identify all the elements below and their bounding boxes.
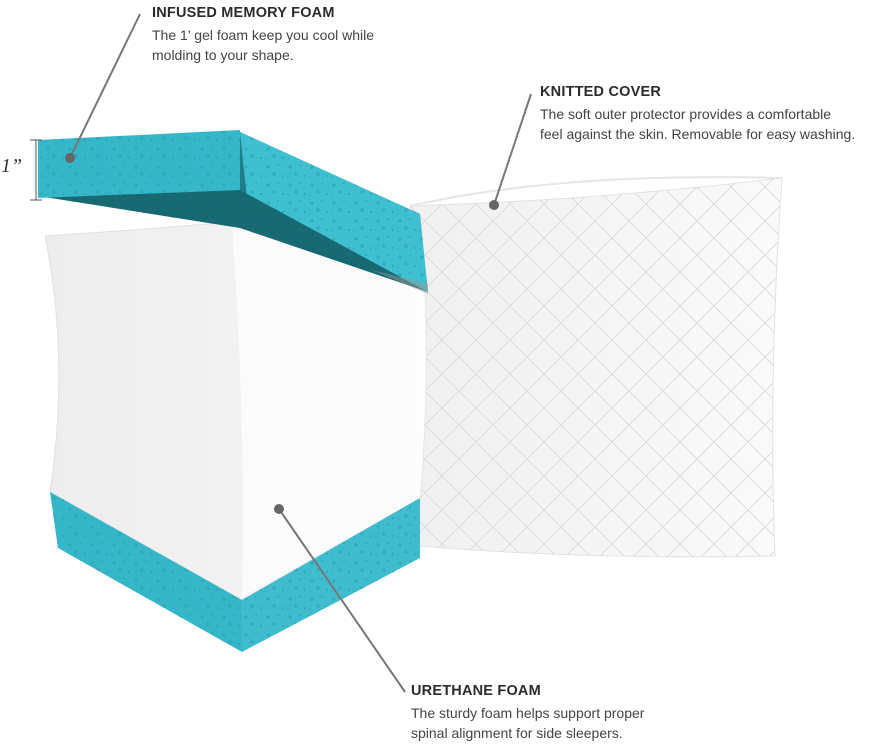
callout-line: The soft outer protector provides a comf… bbox=[540, 106, 832, 122]
callout-title: URETHANE FOAM bbox=[411, 683, 541, 699]
dimension-bracket bbox=[30, 139, 42, 201]
memory-foam-slab bbox=[38, 130, 428, 294]
callout-urethane-foam: URETHANE FOAM The sturdy foam helps supp… bbox=[411, 683, 711, 743]
callout-line: molding to your shape. bbox=[152, 47, 294, 63]
knitted-cover bbox=[407, 176, 783, 558]
callout-knitted-cover: KNITTED COVER The soft outer protector p… bbox=[540, 84, 882, 144]
callout-title: INFUSED MEMORY FOAM bbox=[152, 5, 335, 21]
dimension-label: 1” bbox=[1, 155, 23, 177]
gel-bottom-band bbox=[50, 492, 420, 652]
callout-title: KNITTED COVER bbox=[540, 84, 662, 100]
leader-line-urethane bbox=[274, 504, 406, 693]
callout-line: spinal alignment for side sleepers. bbox=[411, 725, 623, 741]
leader-line-cover bbox=[489, 93, 532, 210]
callout-description: The soft outer protector provides a comf… bbox=[540, 104, 882, 144]
callout-line: The sturdy foam helps support proper bbox=[411, 705, 645, 721]
callout-line: The 1’ gel foam keep you cool while bbox=[152, 27, 375, 43]
callout-line: feel against the skin. Removable for eas… bbox=[540, 126, 856, 142]
leader-line-memory bbox=[65, 13, 141, 163]
callout-description: The 1’ gel foam keep you cool while mold… bbox=[152, 25, 432, 65]
callout-description: The sturdy foam helps support proper spi… bbox=[411, 703, 711, 743]
urethane-foam-core bbox=[44, 213, 427, 601]
callout-memory-foam: INFUSED MEMORY FOAM The 1’ gel foam keep… bbox=[152, 5, 432, 65]
